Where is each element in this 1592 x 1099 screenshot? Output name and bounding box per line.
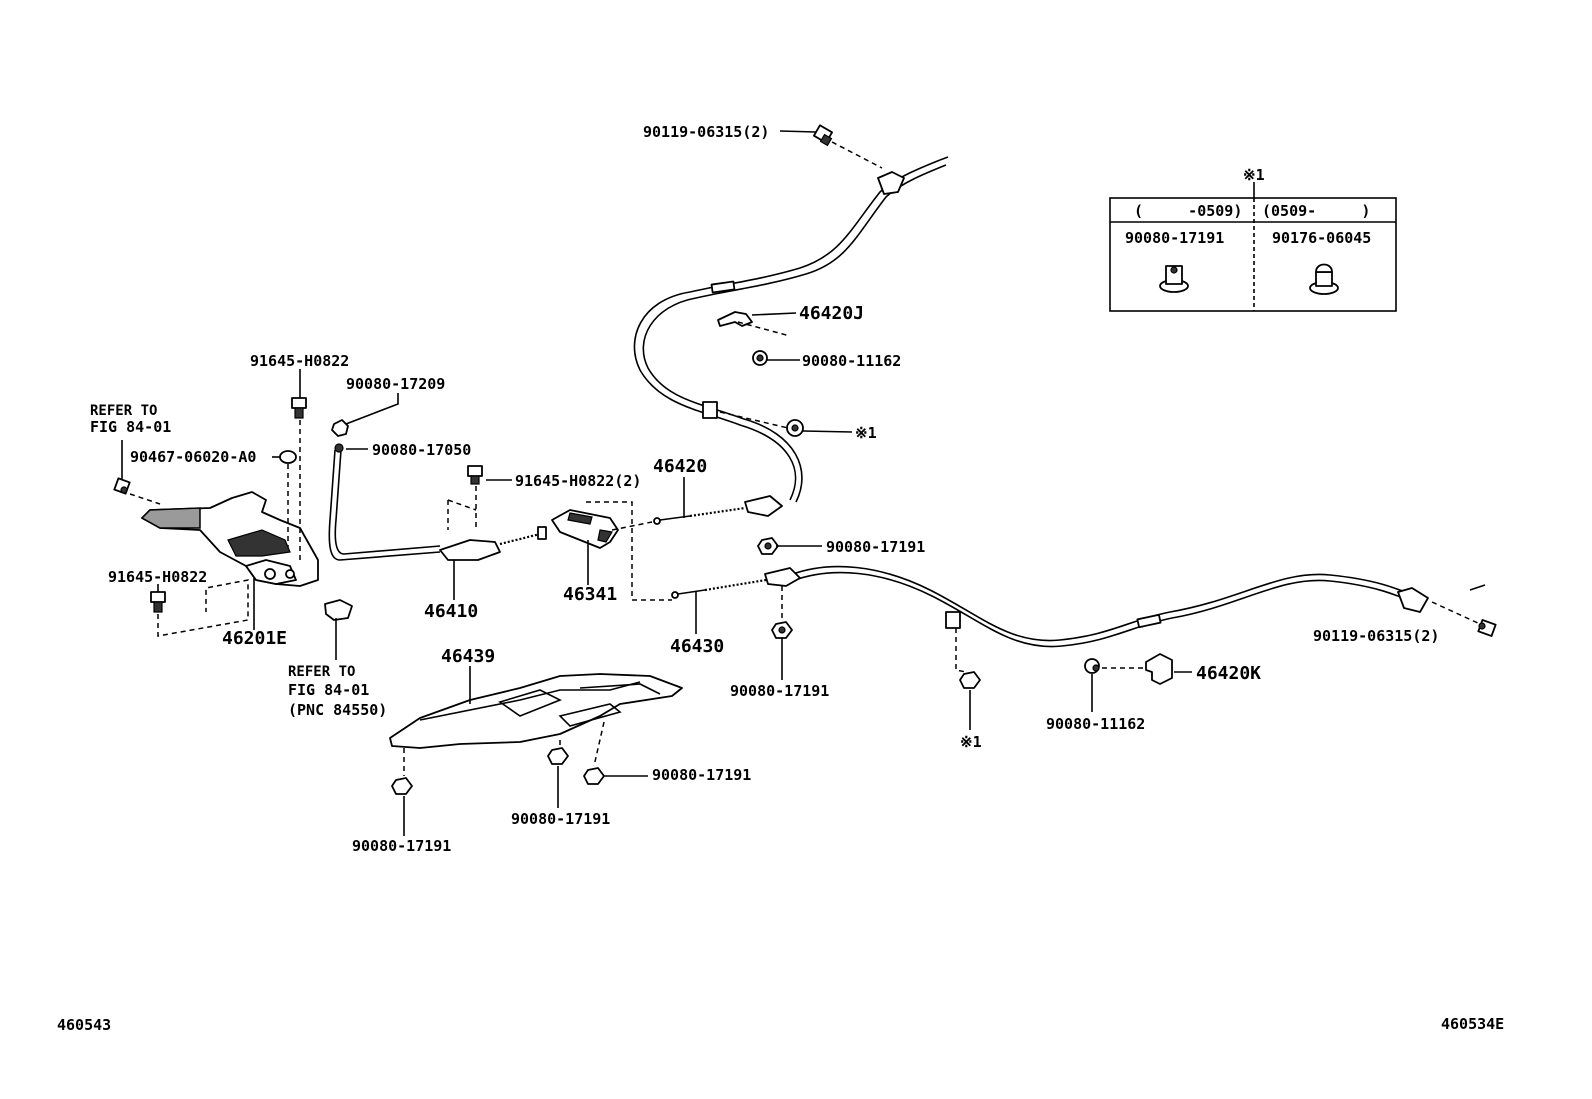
nut-90080-11162-upper xyxy=(752,350,768,366)
label-refer-bot-1: REFER TO xyxy=(288,664,355,680)
label-refer-top-1: REFER TO xyxy=(90,403,157,419)
bolt-90119-right xyxy=(1477,619,1497,637)
inset-col2-part: 90176-06045 xyxy=(1272,229,1371,247)
cable-bracket-upper xyxy=(877,171,905,195)
adjuster-46410 xyxy=(439,539,501,561)
equalizer-46420 xyxy=(744,495,783,517)
label-91645-h0822-2: 91645-H0822(2) xyxy=(515,472,641,490)
cap-nut-icon xyxy=(1309,263,1339,295)
label-clip-mark-upper: ※1 xyxy=(855,424,877,442)
label-90080-17191-46430: 90080-17191 xyxy=(730,682,829,700)
inset-col1-part: 90080-17191 xyxy=(1125,229,1224,247)
cable-sleeve-lower xyxy=(1136,613,1162,629)
label-46201e: 46201E xyxy=(222,628,287,649)
grommet-90467-06020-a0 xyxy=(279,450,297,464)
label-90080-17191-cover-right: 90080-17191 xyxy=(652,766,751,784)
label-90080-17191-cover-mid: 90080-17191 xyxy=(511,810,610,828)
label-90080-11162-right: 90080-11162 xyxy=(1046,715,1145,733)
label-46420: 46420 xyxy=(653,456,707,477)
label-90467-06020-a0: 90467-06020-A0 xyxy=(130,448,256,466)
bolt-91645-h0822-top xyxy=(291,397,307,419)
label-46439: 46439 xyxy=(441,646,495,667)
nut-cover-mid xyxy=(547,747,569,765)
label-refer-top-2: FIG 84-01 xyxy=(90,418,171,436)
cover-46439 xyxy=(389,673,683,749)
washer-90080-17050 xyxy=(334,443,344,453)
label-46410: 46410 xyxy=(424,601,478,622)
nut-90080-17191-mid xyxy=(757,537,779,555)
label-refer-bot-2: FIG 84-01 xyxy=(288,681,369,699)
cable-46420-upper xyxy=(633,159,941,501)
cable-46410 xyxy=(328,449,441,561)
label-90080-17050: 90080-17050 xyxy=(372,441,471,459)
bolt-91645-h0822-left xyxy=(150,591,166,613)
label-46420j: 46420J xyxy=(799,303,864,324)
equalizer-46430 xyxy=(764,567,801,587)
label-90080-17191-cover-left: 90080-17191 xyxy=(352,837,451,855)
label-46341: 46341 xyxy=(563,584,617,605)
label-clip-mark-lower: ※1 xyxy=(960,733,982,751)
label-90080-17209: 90080-17209 xyxy=(346,375,445,393)
illustration-code-left: 460543 xyxy=(57,1016,111,1034)
clip-nut-lower xyxy=(959,671,981,689)
nut-cover-right xyxy=(583,767,605,785)
label-90119-06315-right: 90119-06315(2) xyxy=(1313,627,1439,645)
inset-col2-header: (0509- ) xyxy=(1262,202,1370,220)
cable-46430-lower xyxy=(789,565,1421,642)
nut-cover-left xyxy=(391,777,413,795)
label-91645-h0822-left: 91645-H0822 xyxy=(108,568,207,586)
cable-bracket-right xyxy=(1397,587,1429,613)
label-46430: 46430 xyxy=(670,636,724,657)
bolt-90119-top xyxy=(813,124,833,147)
illustration-code-right: 460534E xyxy=(1441,1015,1504,1033)
cable-sleeve-upper xyxy=(710,280,736,294)
flange-nut-icon xyxy=(1159,265,1189,293)
inset-col1-header: ( -0509) xyxy=(1134,202,1242,220)
label-refer-bot-3: (PNC 84550) xyxy=(288,701,387,719)
bracket-46420k xyxy=(1145,653,1173,685)
clip-nut-upper xyxy=(786,419,804,437)
inset-table-clip-variants: ※1 ( -0509) (0509- ) 90080-17191 90176-0… xyxy=(1109,166,1397,312)
label-90080-11162-upper: 90080-11162 xyxy=(802,352,901,370)
inset-table-mark: ※1 xyxy=(1243,166,1265,184)
nut-90080-17191-46430 xyxy=(771,621,793,639)
bolt-refer-fig-top xyxy=(113,477,131,495)
cable-clip-lower xyxy=(945,611,961,629)
nut-90080-11162-right xyxy=(1084,658,1100,674)
label-90080-17191-mid: 90080-17191 xyxy=(826,538,925,556)
lever-grip xyxy=(140,507,201,529)
label-46420k: 46420K xyxy=(1196,663,1261,684)
cable-clip-upper xyxy=(702,401,718,419)
label-91645-h0822-top: 91645-H0822 xyxy=(250,352,349,370)
bolt-91645-h0822-2 xyxy=(467,465,483,485)
nut-90080-17209 xyxy=(331,419,349,437)
brake-switch xyxy=(324,599,353,621)
label-90119-06315-top: 90119-06315(2) xyxy=(643,123,769,141)
